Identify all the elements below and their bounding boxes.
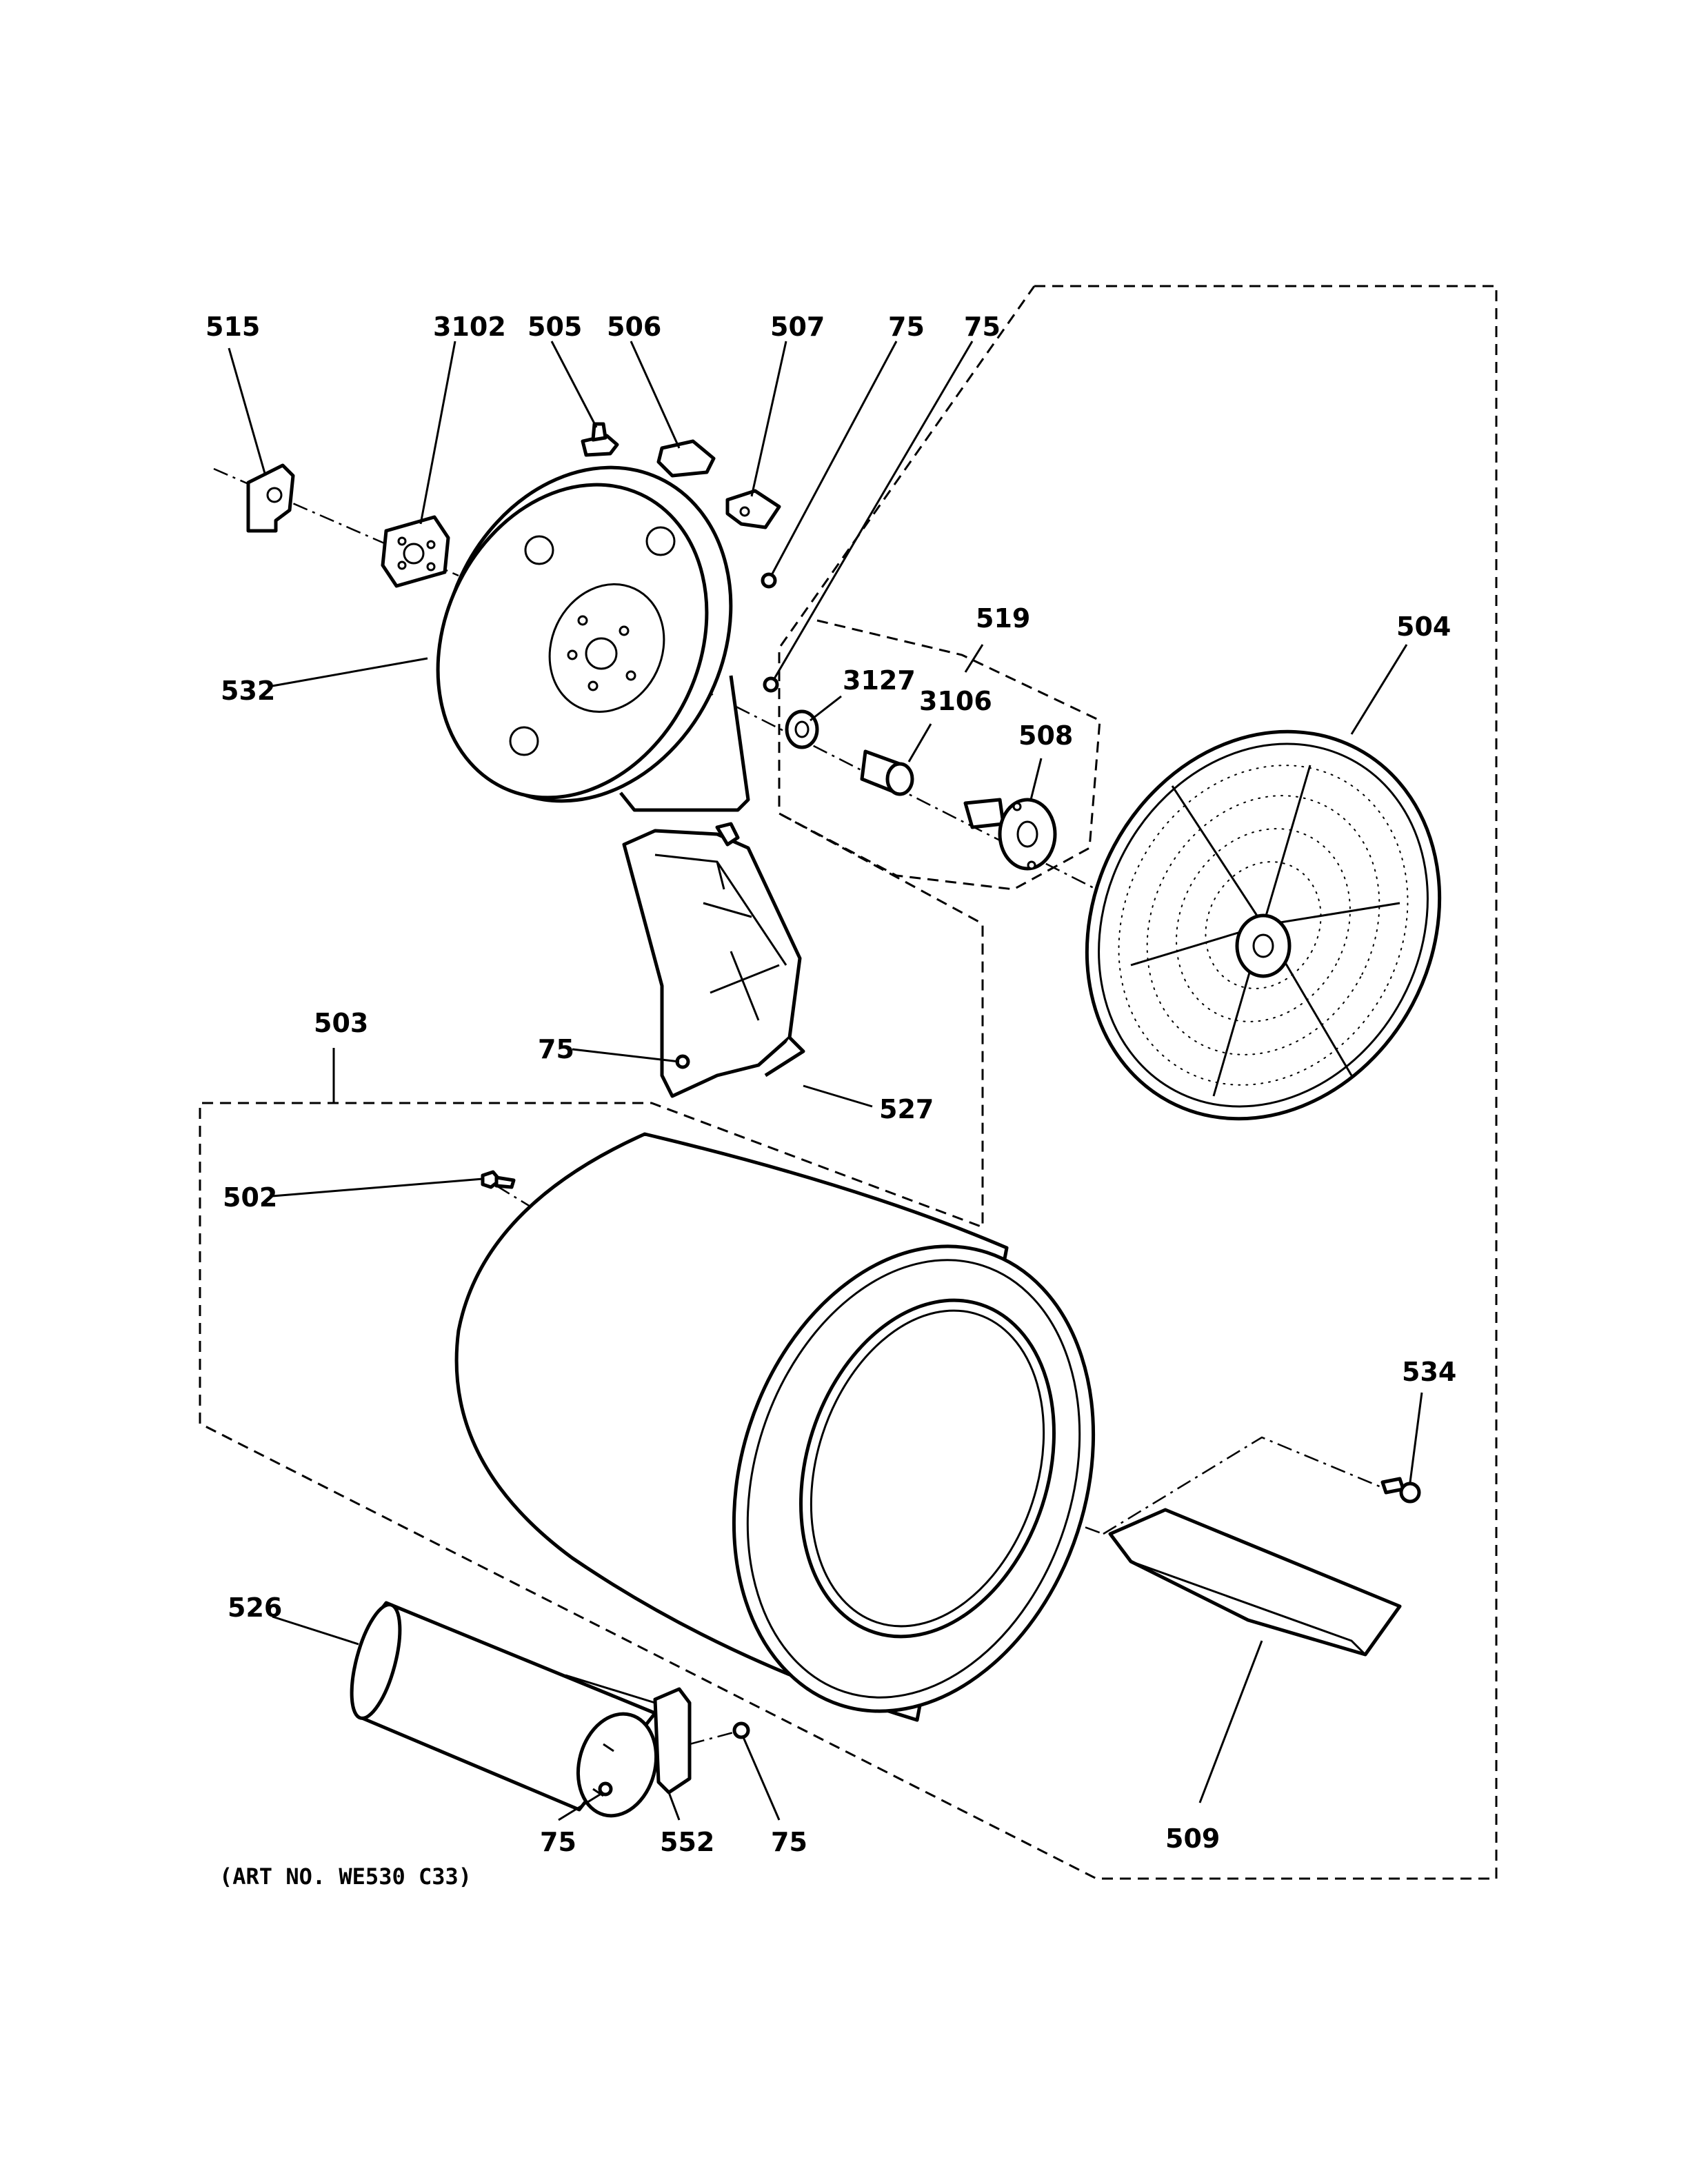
- axis-line-baffle: [1103, 1436, 1387, 1535]
- part-532-rear-bulkhead[interactable]: [388, 420, 784, 849]
- part-527-duct-bracket[interactable]: [622, 822, 805, 1098]
- leader-lines: [228, 341, 1423, 1821]
- part-503-drum[interactable]: [454, 1132, 1151, 1758]
- callout-502: 502: [223, 1182, 277, 1213]
- assembly-boundary-right: [199, 285, 1498, 1880]
- axis-line-heater: [689, 1729, 742, 1746]
- part-3127-washer[interactable]: [785, 709, 819, 749]
- callout-3127: 3127: [843, 665, 916, 696]
- callout-505: 505: [528, 312, 582, 342]
- callout-515: 515: [205, 312, 260, 342]
- callout-506: 506: [607, 312, 661, 342]
- art-number: (ART NO. WE530 C33): [219, 1863, 472, 1890]
- callout-75-bottom-b: 75: [771, 1827, 807, 1857]
- callout-534: 534: [1402, 1357, 1456, 1387]
- part-515-bracket[interactable]: [246, 463, 295, 533]
- part-552-thermal-fuse[interactable]: [565, 1674, 692, 1794]
- part-506-gasket[interactable]: [656, 439, 716, 478]
- callout-75-top-a: 75: [888, 312, 925, 342]
- callout-527: 527: [879, 1094, 934, 1124]
- part-504-drum-rear-head[interactable]: [1021, 669, 1507, 1181]
- callout-509: 509: [1165, 1823, 1220, 1854]
- callout-3106: 3106: [919, 686, 992, 716]
- part-75-screw-top-b[interactable]: [763, 676, 779, 693]
- callout-75-bottom-a: 75: [540, 1827, 576, 1857]
- part-509-drum-baffle[interactable]: [1108, 1508, 1402, 1657]
- callout-507: 507: [770, 312, 825, 342]
- part-505-thermostat[interactable]: [581, 422, 619, 457]
- callout-75-top-b: 75: [964, 312, 1001, 342]
- callout-532: 532: [221, 676, 275, 706]
- part-526-heater-assembly[interactable]: [342, 1600, 667, 1825]
- callout-503: 503: [314, 1008, 368, 1038]
- part-3102-bearing-plate[interactable]: [381, 515, 450, 588]
- callout-3102: 3102: [433, 312, 506, 342]
- part-507-sensor[interactable]: [725, 489, 781, 529]
- part-508-drum-shaft[interactable]: [963, 798, 1057, 871]
- group-boundary-519: [778, 619, 1101, 891]
- part-75-screw-bottom-b[interactable]: [732, 1721, 750, 1739]
- part-534-screw[interactable]: [1380, 1477, 1421, 1504]
- callout-526: 526: [228, 1593, 282, 1623]
- callout-508: 508: [1018, 720, 1073, 751]
- callout-504: 504: [1396, 611, 1451, 642]
- callout-75-mid: 75: [538, 1034, 574, 1064]
- callout-552: 552: [660, 1827, 714, 1857]
- part-3106-bushing[interactable]: [860, 749, 914, 796]
- part-75-screw-top-a[interactable]: [761, 572, 777, 589]
- callout-519: 519: [976, 603, 1030, 634]
